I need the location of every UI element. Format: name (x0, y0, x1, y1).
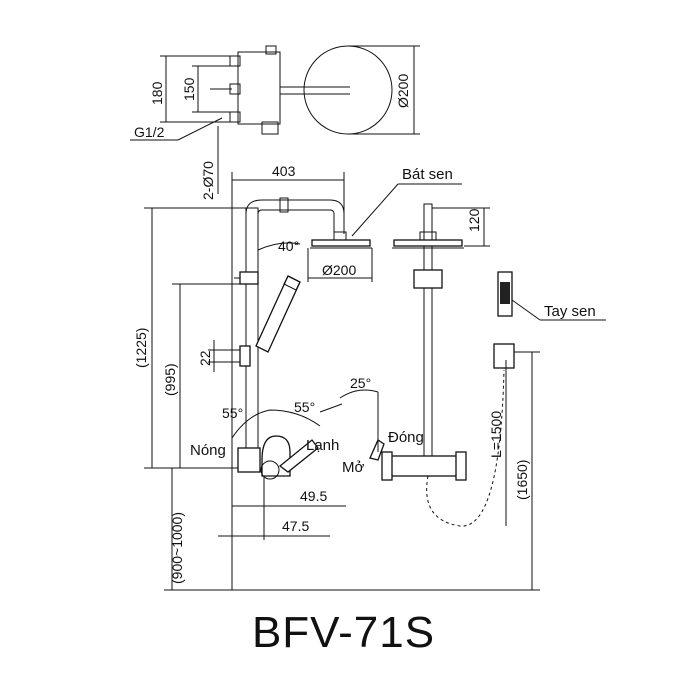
angle-55-right: 55° (294, 399, 315, 415)
dim-1225: (1225) (133, 328, 149, 368)
top-view: 180 150 Ø200 G1/2 2-Ø70 (130, 45, 420, 200)
dim-22: 22 (197, 350, 213, 366)
dim-top-diameter: Ø200 (395, 74, 411, 108)
label-hot: Nóng (190, 442, 226, 459)
model-title: BFV-71S (251, 608, 436, 657)
front-view: 120 25° Đóng Mở Tay sen L=1500 (1650) (339, 203, 606, 590)
shower-head-top-circle (303, 45, 393, 135)
dim-49-5: 49.5 (300, 488, 327, 504)
dim-hose-length: L=1500 (488, 411, 504, 458)
side-view: 403 Bát sen 40° Ø200 (1225) (995) (133, 163, 540, 591)
label-hand-shower: Tay sen (544, 303, 596, 320)
angle-25: 25° (350, 375, 371, 391)
label-shower-head: Bát sen (402, 166, 453, 183)
dim-1650: (1650) (514, 460, 530, 500)
dim-arm-length: 403 (272, 163, 296, 179)
dim-900-1000: (900~1000) (169, 512, 185, 584)
dim-head-diameter: Ø200 (322, 262, 356, 278)
dim-120: 120 (466, 208, 482, 232)
dim-47-5: 47.5 (282, 518, 309, 534)
angle-40: 40° (278, 238, 299, 254)
label-flange-diameter: 2-Ø70 (200, 161, 216, 200)
dim-995: (995) (162, 363, 178, 396)
angle-55-left: 55° (222, 405, 243, 421)
label-close: Đóng (388, 429, 424, 446)
label-cold: Lạnh (306, 437, 339, 454)
dim-180: 180 (149, 81, 165, 105)
label-open: Mở (342, 459, 364, 476)
label-g-thread: G1/2 (134, 124, 165, 140)
dim-150: 150 (181, 77, 197, 101)
